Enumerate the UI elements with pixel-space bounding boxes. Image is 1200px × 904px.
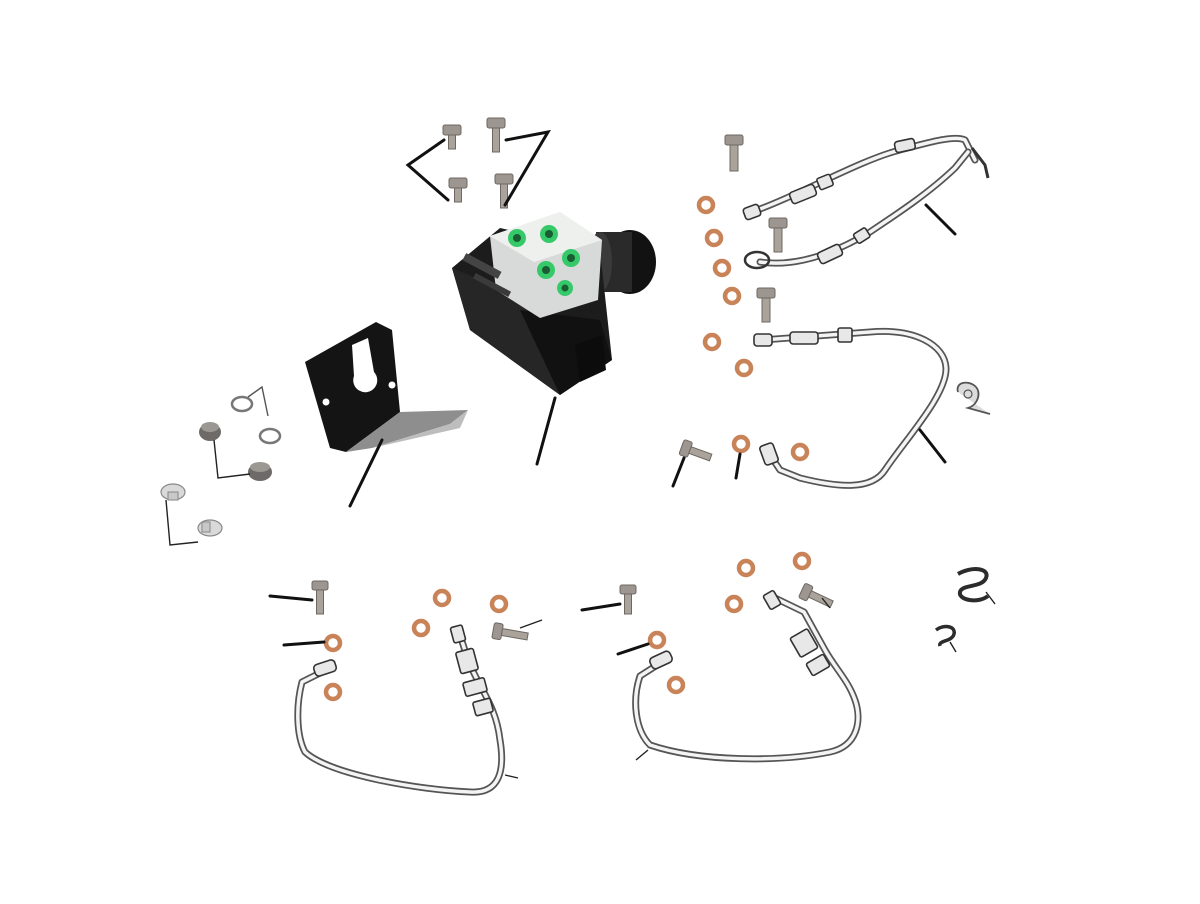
leader-line — [985, 591, 996, 605]
rubber-grommets — [160, 385, 282, 546]
bolt-icon — [491, 622, 529, 641]
leader-line — [519, 619, 543, 629]
hose-clips — [934, 567, 996, 653]
leader-line — [924, 203, 957, 236]
leader-line — [282, 640, 326, 647]
leader-line — [268, 594, 314, 602]
leader-line — [165, 499, 199, 546]
leader-line — [535, 396, 557, 466]
washer-icon — [722, 286, 742, 306]
washer-icon — [323, 633, 343, 653]
washer-icon — [724, 594, 744, 614]
washer-icon — [432, 588, 452, 608]
front-brake-hose-upper — [742, 134, 990, 270]
bolt-icon — [724, 134, 744, 172]
abs-top-bolts — [405, 117, 551, 209]
leader-line — [635, 749, 649, 761]
leader-line — [580, 602, 622, 612]
washer-icon — [792, 551, 812, 571]
abs-modulator-unit — [452, 212, 656, 466]
washer-icon — [696, 195, 716, 215]
rear-brake-hose-right — [580, 551, 862, 763]
leader-line — [616, 642, 650, 656]
leader-line — [734, 452, 742, 480]
bolt-icon — [768, 217, 788, 253]
washer-icon — [702, 332, 722, 352]
washer-icon — [647, 630, 667, 650]
leader-line — [504, 774, 519, 779]
collar-icon — [230, 385, 282, 445]
washer-icon — [736, 558, 756, 578]
bolt-icon — [448, 177, 468, 203]
hose-clamp — [956, 381, 991, 415]
bolt-icon — [678, 439, 713, 462]
copper-sealing-washers — [696, 195, 810, 462]
bolt-icon — [756, 287, 776, 323]
washer-icon — [712, 258, 732, 278]
bolt-icon — [311, 580, 329, 615]
washer-icon — [790, 442, 810, 462]
leader-line — [918, 428, 947, 464]
bolt-icon — [798, 583, 834, 608]
washer-icon — [731, 434, 751, 454]
washer-icon — [734, 358, 754, 378]
abs-mounting-bracket — [305, 322, 468, 508]
grommet-icon — [199, 422, 272, 481]
washer-icon — [666, 675, 686, 695]
bolt-icon — [494, 173, 514, 209]
bolt-icon — [442, 124, 462, 150]
bolt-icon — [619, 584, 637, 615]
leader-line — [405, 138, 450, 202]
washer-icon — [704, 228, 724, 248]
leader-line — [949, 641, 957, 653]
banjo-bolts — [724, 134, 788, 323]
rear-brake-hose-left — [268, 580, 543, 796]
washer-icon — [489, 594, 509, 614]
washer-icon — [160, 483, 223, 546]
leader-line — [213, 439, 251, 479]
bolt-icon — [486, 117, 506, 153]
washer-icon — [323, 682, 343, 702]
leader-line — [348, 438, 384, 508]
washer-icon — [411, 618, 431, 638]
front-brake-hose-middle — [671, 327, 950, 489]
leader-line — [821, 597, 831, 609]
leader-line — [671, 456, 686, 488]
leader-line — [503, 129, 551, 207]
